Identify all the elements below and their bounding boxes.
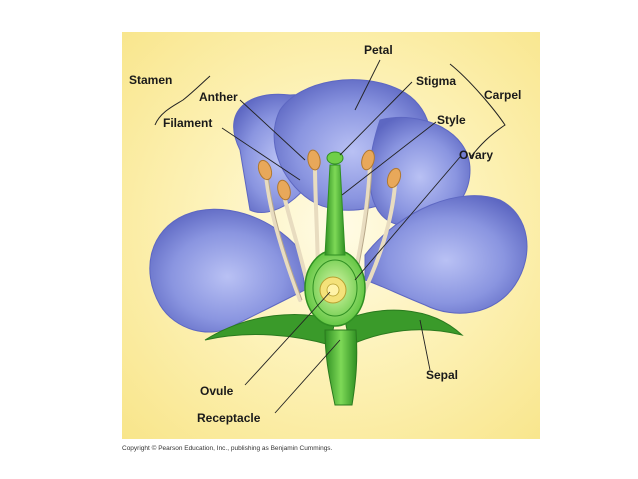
copyright-notice: Copyright © Pearson Education, Inc., pub… <box>122 445 333 452</box>
label-ovary: Ovary <box>459 148 494 162</box>
label-stamen: Stamen <box>129 73 173 87</box>
carpel-bracket <box>449 63 506 159</box>
sepal-right <box>344 309 464 346</box>
label-ovule: Ovule <box>200 384 234 398</box>
petal-left <box>149 208 306 333</box>
label-petal: Petal <box>364 43 393 57</box>
label-carpel: Carpel <box>484 88 522 102</box>
style-shape <box>324 164 346 256</box>
stem <box>324 329 358 406</box>
petal-right <box>364 195 528 314</box>
stigma-shape <box>326 151 344 165</box>
label-stigma: Stigma <box>416 74 457 88</box>
label-style: Style <box>437 113 466 127</box>
label-filament: Filament <box>163 116 213 130</box>
label-anther: Anther <box>199 90 238 104</box>
label-sepal: Sepal <box>426 368 459 382</box>
leader-lines <box>221 59 461 414</box>
label-receptacle: Receptacle <box>197 411 261 425</box>
anthers <box>257 149 402 201</box>
stamen-bracket <box>154 75 211 126</box>
